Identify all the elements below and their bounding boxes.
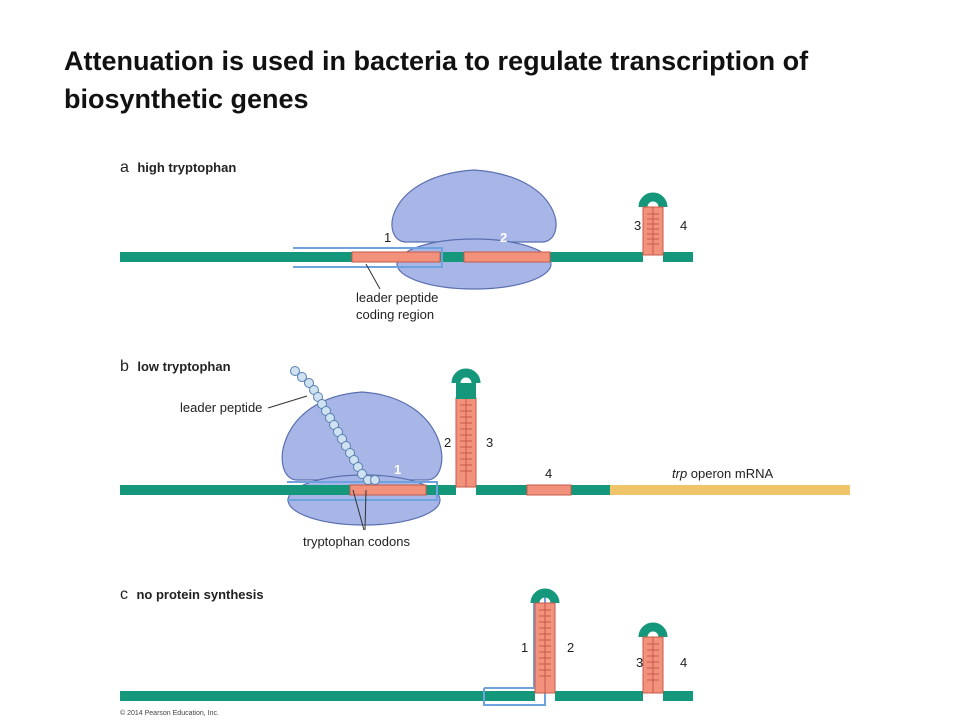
region-4-label-a: 4 [680, 218, 687, 233]
leader-peptide-coding-label-2: coding region [356, 307, 434, 322]
svg-text:a high tryptophan: a high tryptophan [120, 159, 236, 176]
region-2-label-c: 2 [567, 640, 574, 655]
copyright-notice: © 2014 Pearson Education, Inc. [120, 709, 219, 717]
region-3-label-b: 3 [486, 435, 493, 450]
tryptophan-codons-label: tryptophan codons [303, 534, 410, 549]
region-4-label-b: 4 [545, 466, 552, 481]
region-4-label-c: 4 [680, 655, 687, 670]
region-3-label-c: 3 [636, 655, 643, 670]
region-1-box-b [349, 484, 427, 496]
region-2-label-b: 2 [444, 435, 451, 450]
trp-operon-mrna-label: trp operon mRNA [672, 466, 773, 481]
panel-a-letter: a [120, 159, 129, 176]
panel-c-letter: c [120, 586, 128, 603]
region-2-box-a [463, 251, 551, 263]
region-1-box-a [351, 251, 441, 263]
leader-peptide-chain [290, 366, 380, 485]
ribosome-large-subunit-a [391, 169, 557, 243]
terminator-hairpin-3-4-c [638, 622, 668, 694]
region-4-box-b [526, 484, 572, 496]
region-2-label-a: 2 [500, 230, 507, 245]
region-1-label-c: 1 [521, 640, 528, 655]
ribosome-small-subunit-a [396, 238, 552, 290]
antiterminator-hairpin-2-3-b [451, 368, 481, 488]
callout-line-a [365, 263, 381, 290]
panel-a-title: high tryptophan [137, 160, 236, 175]
panel-c: c no protein synthesis [120, 586, 693, 706]
mrna-strand-b [120, 485, 456, 495]
mrna-tail-c [663, 691, 693, 701]
region-1-label-a: 1 [384, 230, 391, 245]
callout-line-codons-1 [352, 489, 365, 531]
region-3-label-a: 3 [634, 218, 641, 233]
mrna-tail-a [663, 252, 693, 262]
panel-c-title: no protein synthesis [136, 587, 263, 602]
region-1-label-b: 1 [394, 462, 401, 477]
pause-hairpin-1-2-c [530, 588, 560, 694]
callout-line-codons-2 [364, 489, 367, 531]
leader-bracket-b [287, 481, 438, 501]
svg-text:c no protein synthesis: c no protein synthesis [120, 586, 264, 603]
svg-text:b low tryptophan: b low tryptophan [120, 358, 231, 375]
panel-b-letter: b [120, 358, 129, 375]
leader-peptide-coding-label-1: leader peptide [356, 290, 438, 305]
trp-operon-mrna-b [610, 485, 850, 495]
callout-line-peptide [267, 395, 308, 409]
panel-b: b low tryptophan [120, 358, 850, 549]
terminator-hairpin-3-4-a [638, 192, 668, 256]
panel-a: a high tryptophan 1 2 3 [120, 159, 693, 322]
slide-title: Attenuation is used in bacteria to regul… [64, 46, 809, 114]
leader-peptide-label: leader peptide [180, 400, 262, 415]
panel-b-title: low tryptophan [137, 359, 230, 374]
mrna-strand-c [120, 691, 535, 701]
mrna-mid-c [555, 691, 643, 701]
